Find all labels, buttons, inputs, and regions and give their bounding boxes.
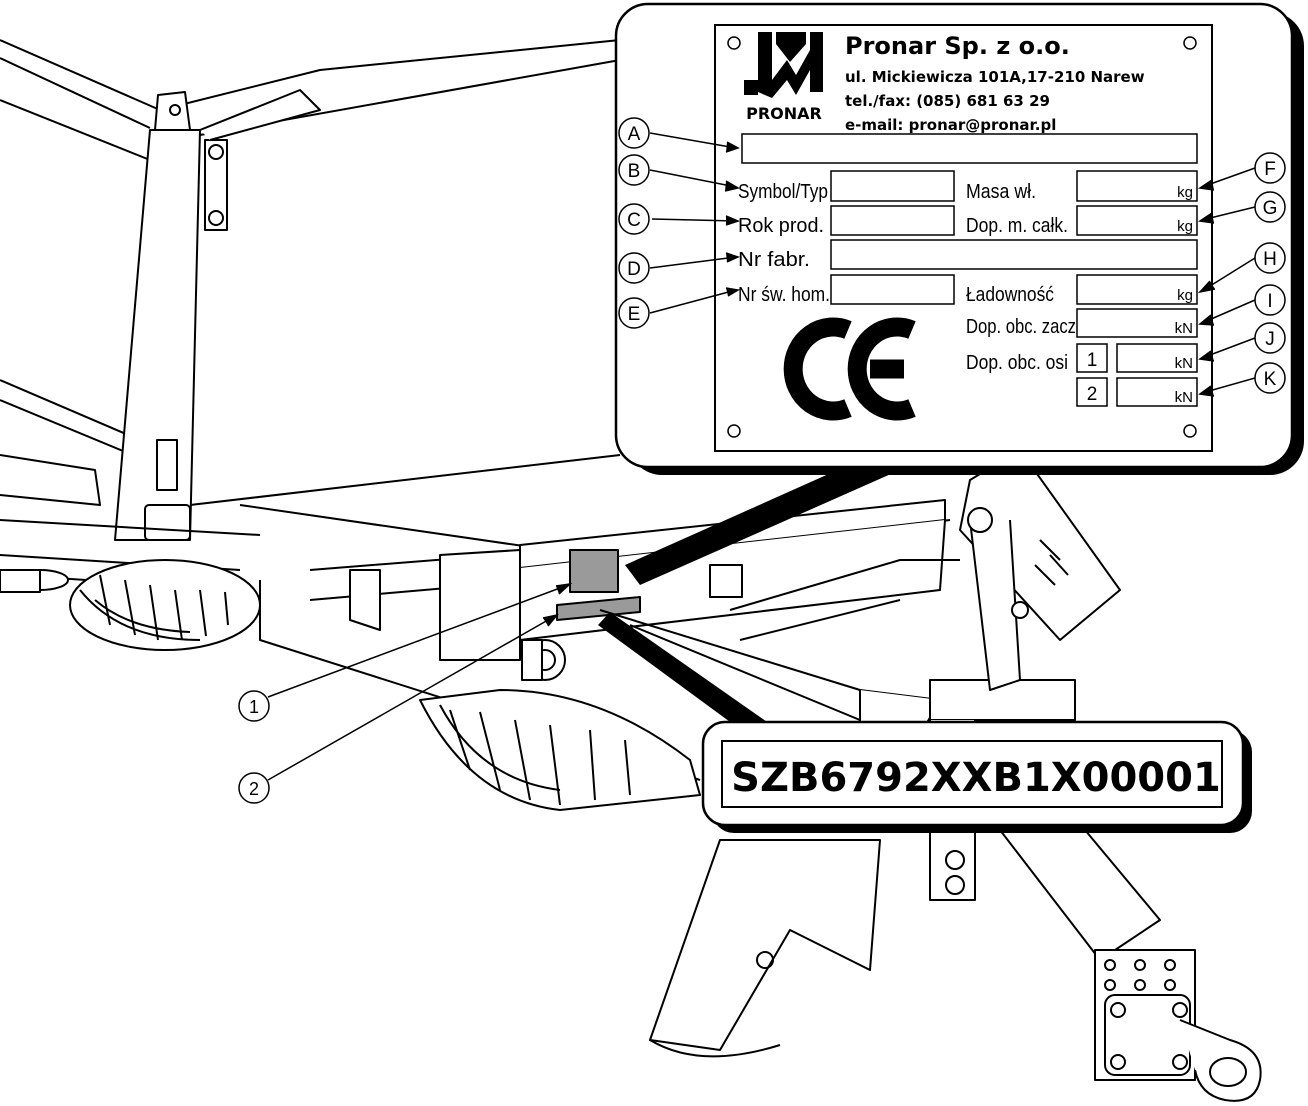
- svg-text:B: B: [628, 161, 641, 182]
- company-email: e-mail: pronar@pronar.pl: [845, 116, 1056, 134]
- mounting-hole: [727, 36, 741, 50]
- nameplate-zoom: PRONAR Pronar Sp. z o.o. ul. Mickiewicza…: [614, 2, 1304, 475]
- callout-c: C: [618, 203, 650, 235]
- wheel-rear: [419, 689, 701, 811]
- leader-wedge-vin: [598, 612, 800, 755]
- trailer-illustration: [0, 39, 1262, 1102]
- company-phone: tel./fax: (085) 681 63 29: [845, 92, 1050, 110]
- unit-kn-i: kN: [1175, 320, 1193, 337]
- field-own-mass-box: [1076, 170, 1198, 202]
- ce-mark: [783, 317, 916, 421]
- callout-h: H: [1254, 242, 1286, 274]
- vin-plate: [721, 740, 1223, 808]
- field-payload-label: Ładowność: [966, 284, 1054, 306]
- svg-text:J: J: [1265, 329, 1275, 350]
- callout-e: E: [618, 297, 650, 329]
- callout-2: 2: [238, 772, 270, 804]
- unit-kg-h: kg: [1177, 287, 1193, 304]
- svg-text:I: I: [1267, 291, 1272, 312]
- callout-j: J: [1254, 322, 1286, 354]
- field-own-mass-label: Masa wł.: [966, 181, 1036, 203]
- field-payload-box: [1076, 274, 1198, 305]
- pronar-logo: PRONAR: [744, 32, 823, 123]
- wheel-front: [69, 559, 261, 651]
- callout-b: B: [618, 154, 650, 186]
- axle-1-box: [1076, 343, 1108, 373]
- axle-1-value-box: [1116, 343, 1198, 373]
- mounting-hole: [727, 424, 741, 438]
- svg-text:E: E: [628, 304, 641, 325]
- callout-k: K: [1254, 362, 1286, 394]
- svg-text:1: 1: [249, 697, 259, 717]
- field-serial-box: [830, 239, 1198, 270]
- field-year-label: Rok prod.: [738, 215, 824, 237]
- letter-callouts: [649, 132, 1256, 397]
- unit-kg-f: kg: [1177, 184, 1193, 201]
- axle-2-box: [1076, 377, 1108, 407]
- svg-text:H: H: [1263, 249, 1277, 270]
- mounting-hole: [1183, 36, 1197, 50]
- unit-kn-k: kN: [1175, 389, 1193, 406]
- svg-text:D: D: [627, 259, 641, 280]
- field-year-box: [830, 205, 955, 236]
- field-homologation-label: Nr św. hom.: [738, 284, 830, 306]
- logo-text: PRONAR: [746, 104, 822, 123]
- vin-zoom: SZB6792XXB1X00001: [701, 720, 1252, 833]
- callout-1: 1: [238, 690, 270, 722]
- field-gross-mass-box: [1076, 205, 1198, 236]
- unit-kn-j: kN: [1175, 355, 1193, 372]
- field-homologation-box: [830, 274, 955, 305]
- svg-text:2: 2: [249, 779, 259, 799]
- unit-kg-g: kg: [1177, 218, 1193, 235]
- field-axle-load-label: Dop. obc. osi: [966, 352, 1068, 374]
- callout-d: D: [618, 252, 650, 284]
- field-symbol-box: [830, 170, 955, 202]
- svg-text:C: C: [627, 210, 641, 231]
- field-a-box: [741, 133, 1198, 164]
- field-symbol-label: Symbol/Typ: [738, 181, 828, 203]
- svg-text:K: K: [1264, 369, 1277, 390]
- plate-location: [569, 549, 619, 593]
- axle-1-label: 1: [1087, 350, 1098, 371]
- callout-f: F: [1254, 152, 1286, 184]
- callout-a: A: [618, 117, 650, 149]
- field-gross-mass-label: Dop. m. całk.: [966, 215, 1068, 237]
- company-address: ul. Mickiewicza 101A,17-210 Narew: [845, 68, 1145, 86]
- axle-2-value-box: [1116, 377, 1198, 407]
- svg-text:F: F: [1264, 159, 1276, 180]
- field-hitch-load-box: [1076, 308, 1198, 338]
- field-serial-label: Nr fabr.: [738, 249, 810, 271]
- number-callouts: [267, 582, 573, 781]
- mounting-hole: [1183, 424, 1197, 438]
- vin-number: SZB6792XXB1X00001: [731, 755, 1221, 801]
- callout-i: I: [1254, 284, 1286, 316]
- axle-2-label: 2: [1087, 384, 1098, 405]
- svg-text:A: A: [628, 124, 641, 145]
- company-name: Pronar Sp. z o.o.: [845, 32, 1070, 60]
- svg-text:G: G: [1263, 198, 1278, 219]
- leader-wedge-plate: [625, 460, 900, 585]
- callout-g: G: [1254, 191, 1286, 223]
- field-hitch-load-label: Dop. obc. zacz: [966, 316, 1076, 338]
- towing-eye: [1179, 1019, 1262, 1102]
